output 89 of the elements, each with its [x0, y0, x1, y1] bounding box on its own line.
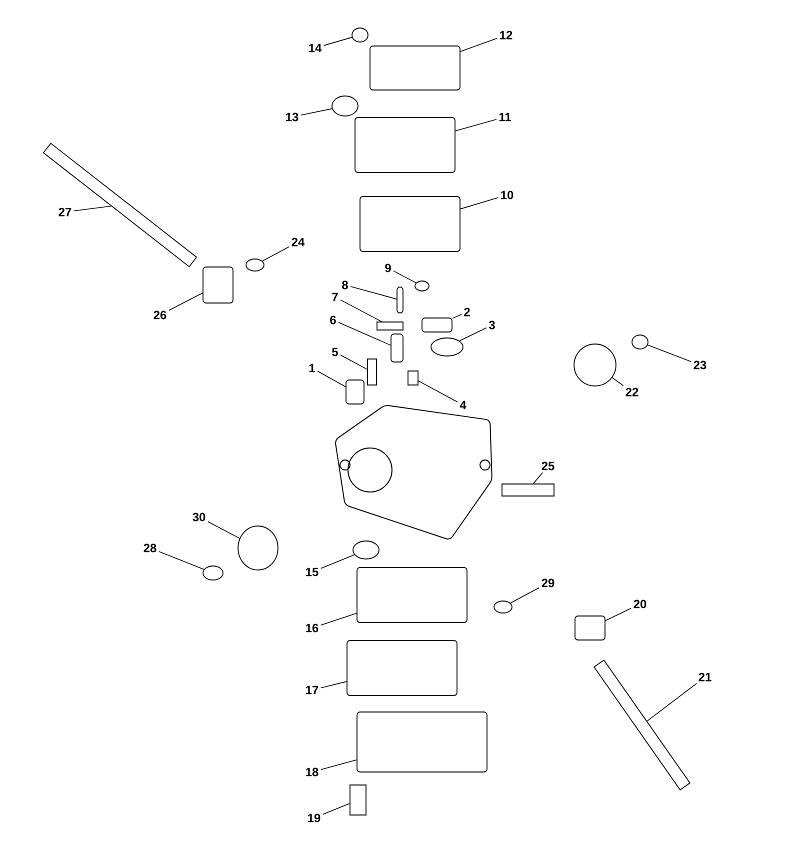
- callout-number: 16: [306, 624, 318, 632]
- part-drawing: [367, 358, 377, 386]
- callout-number: 30: [192, 512, 206, 522]
- callout-number: 28: [144, 544, 156, 552]
- leader-line: [168, 292, 203, 311]
- leader-line: [320, 554, 355, 569]
- callout-number: 17: [306, 686, 318, 694]
- part-drawing: [238, 526, 278, 570]
- part-drawing: [202, 566, 224, 580]
- leader-line: [158, 551, 204, 570]
- leader-line: [459, 327, 487, 342]
- callout-number: 29: [542, 578, 554, 588]
- part-drawing: [408, 370, 418, 386]
- callout-number: 20: [634, 600, 646, 608]
- leader-line: [340, 300, 382, 322]
- part-drawing: [42, 142, 198, 268]
- leader-line: [323, 36, 352, 46]
- leader-line: [350, 286, 397, 300]
- part-drawing: [390, 334, 404, 362]
- leader-line: [338, 322, 391, 346]
- leader-line: [646, 683, 698, 722]
- part-drawing: [350, 784, 366, 816]
- callout-number: 27: [58, 208, 72, 216]
- callout-number: 11: [499, 112, 511, 122]
- callout-number: 7: [332, 292, 338, 302]
- leader-line: [460, 38, 498, 52]
- part-drawing: [502, 484, 554, 496]
- leader-line: [455, 119, 497, 132]
- leader-line: [322, 803, 350, 815]
- leader-line: [605, 608, 632, 621]
- callout-number: 4: [460, 400, 466, 410]
- leader-line: [262, 246, 290, 262]
- part-drawing: [632, 334, 648, 350]
- callout-number: 8: [342, 280, 348, 290]
- part-drawing: [414, 280, 430, 292]
- part-drawing: [494, 600, 512, 614]
- callout-number: 15: [306, 568, 318, 576]
- part-drawing: [396, 286, 404, 314]
- part-drawing: [346, 640, 458, 696]
- callout-number: 24: [292, 238, 305, 246]
- leader-line: [320, 759, 357, 770]
- leader-line: [647, 344, 692, 362]
- part-drawing: [246, 258, 264, 272]
- callout-number: 22: [626, 388, 638, 396]
- leader-line: [510, 587, 540, 604]
- part-drawing: [360, 196, 460, 252]
- part-drawing: [356, 712, 488, 772]
- part-drawing: [202, 266, 234, 304]
- part-drawing: [574, 616, 606, 640]
- leader-line: [73, 206, 112, 212]
- leader-line: [532, 472, 544, 484]
- callout-number: 3: [488, 320, 495, 330]
- leader-line: [320, 612, 357, 626]
- part-drawing: [430, 338, 464, 356]
- leader-line: [340, 354, 368, 370]
- callout-number: 1: [309, 364, 315, 372]
- leader-line: [207, 521, 240, 539]
- part-drawing: [354, 117, 456, 173]
- part-drawing: [574, 344, 616, 386]
- callout-number: 21: [698, 672, 712, 682]
- part-drawing: [370, 46, 460, 90]
- part-drawing: [352, 28, 368, 42]
- callout-number: 26: [154, 310, 166, 320]
- callout-number: 14: [309, 44, 322, 52]
- callout-number: 13: [286, 112, 298, 122]
- callout-number: 10: [501, 190, 514, 200]
- callout-number: 23: [694, 360, 706, 370]
- callout-number: 18: [306, 768, 318, 776]
- leader-line: [393, 270, 416, 284]
- callout-number: 19: [308, 814, 320, 822]
- leader-line: [320, 681, 347, 688]
- callout-number: 2: [464, 308, 470, 316]
- leader-line: [317, 370, 346, 388]
- part-drawing: [422, 318, 452, 332]
- callout-number: 6: [330, 316, 336, 324]
- leader-line: [612, 377, 624, 386]
- part-drawing: [346, 380, 364, 404]
- part-drawing: [356, 567, 468, 623]
- part-drawing: [376, 322, 404, 330]
- leader-line: [418, 380, 458, 402]
- callout-number: 5: [332, 348, 338, 356]
- leader-line: [300, 108, 332, 116]
- callout-number: 9: [385, 264, 391, 272]
- callout-number: 12: [500, 30, 512, 40]
- part-drawing: [352, 540, 380, 560]
- leader-line: [452, 314, 462, 319]
- part-drawing: [332, 96, 358, 116]
- callout-number: 25: [542, 462, 554, 470]
- leader-line: [460, 197, 499, 210]
